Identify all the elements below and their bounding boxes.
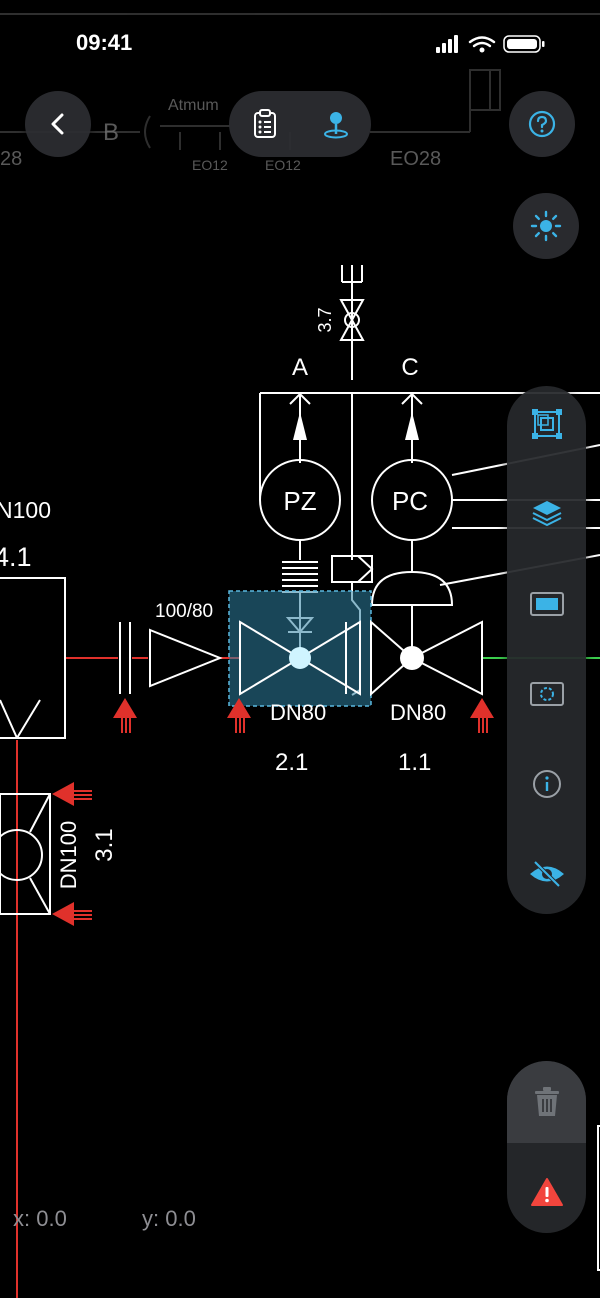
brightness-button[interactable] (513, 193, 579, 259)
copy-select-icon (531, 409, 562, 439)
warning-button[interactable] (507, 1151, 586, 1233)
diaphragm-actuator (370, 540, 454, 658)
y-coordinate: y: 0.0 (142, 1206, 196, 1231)
x-coordinate: x: 0.0 (13, 1206, 67, 1231)
reducer-label: 100/80 (155, 601, 213, 622)
arrow-up-c (405, 412, 419, 440)
wifi-dot-icon (479, 47, 485, 53)
status-icons (436, 35, 545, 53)
valve-2-1-ball (289, 647, 311, 669)
bg-label-eo12-a: EO12 (192, 157, 228, 173)
status-time: 09:41 (76, 30, 133, 55)
pump-tag: 3.1 (91, 828, 118, 861)
back-button[interactable] (25, 91, 91, 157)
flange-and-reducer (119, 622, 223, 694)
tag-4-1: 4.1 (0, 542, 32, 572)
screen-dashed-button[interactable] (507, 664, 586, 724)
map-pin-icon[interactable] (322, 109, 350, 139)
chevron-left-icon (51, 113, 64, 135)
pipeline-red (16, 657, 240, 1298)
question-circle-icon (528, 110, 556, 138)
signal-icon (436, 35, 458, 53)
visibility-button[interactable] (507, 844, 586, 904)
instrument-pc[interactable]: PC (371, 459, 453, 541)
pz-label: PZ (283, 486, 316, 516)
valve-2-1[interactable] (239, 620, 361, 696)
red-markers (52, 698, 494, 926)
edge-shape (597, 1125, 600, 1271)
branch-a-label: A (292, 354, 308, 381)
valve-1-1[interactable] (370, 619, 483, 697)
dn100-label: N100 (0, 497, 51, 523)
eye-slash-icon (529, 860, 564, 888)
bg-label-28: 28 (0, 148, 22, 170)
valve1-dn-label: DN80 (270, 700, 326, 725)
screen-dashed-icon (529, 682, 564, 706)
bg-label-b: B (103, 119, 119, 146)
layers-button[interactable] (507, 484, 586, 544)
pump-dn-label: DN100 (56, 821, 81, 889)
battery-icon (503, 35, 545, 53)
tank-4-1[interactable] (0, 577, 66, 739)
bg-label-eo12-b: EO12 (265, 157, 301, 173)
pc-label: PC (392, 486, 428, 516)
side-toolbar (507, 386, 586, 914)
screen-filled-icon (529, 592, 564, 616)
bg-label-atmos: Atmum (168, 97, 219, 114)
info-button[interactable] (507, 754, 586, 814)
trash-icon (534, 1087, 559, 1116)
vent-label: 3.7 (315, 307, 335, 332)
screen-filled-button[interactable] (507, 574, 586, 634)
branch-c-label: C (401, 354, 418, 381)
arrow-up-a (293, 412, 307, 440)
vent-valve-3-7[interactable] (339, 265, 365, 380)
valve2-dn-label: DN80 (390, 700, 446, 725)
copy-select-button[interactable] (507, 394, 586, 454)
layers-icon (532, 501, 561, 527)
sun-icon (530, 210, 562, 242)
delete-button[interactable] (507, 1061, 586, 1143)
bg-label-eo28: EO28 (390, 148, 441, 170)
clipboard-list-icon[interactable] (251, 109, 279, 139)
background-header-labels: 28 B EO12 EO12 EO28 Atmum (0, 97, 441, 173)
action-panel (507, 1061, 586, 1233)
valve1-tag: 2.1 (275, 749, 308, 776)
help-button[interactable] (509, 91, 575, 157)
wifi-icon (468, 36, 496, 48)
valve-1-1-ball (400, 646, 424, 670)
pump-3-1[interactable] (0, 793, 51, 915)
mode-toolbar (229, 91, 371, 157)
warning-triangle-icon (530, 1178, 563, 1206)
info-icon (532, 770, 561, 798)
valve2-tag: 1.1 (398, 749, 431, 776)
instrument-pz[interactable]: PZ (259, 459, 341, 541)
